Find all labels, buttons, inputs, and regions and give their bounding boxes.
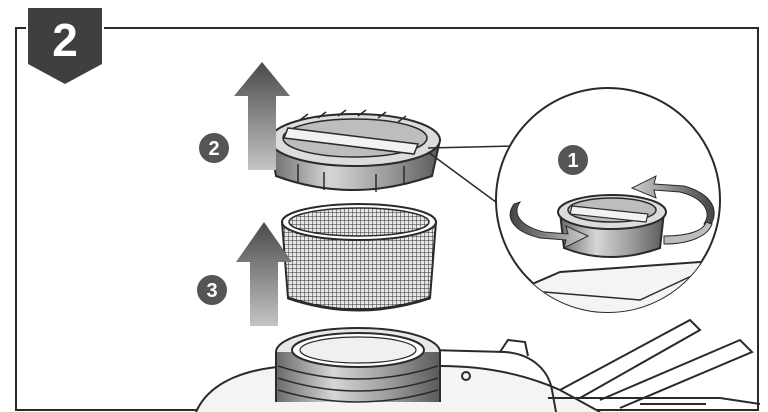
threaded-neck <box>275 327 441 403</box>
rotate-arrow-front <box>509 201 590 249</box>
lift-arrow-lid <box>234 62 290 170</box>
callout-1-label: 1 <box>567 150 578 172</box>
callout-2-label: 2 <box>208 138 219 160</box>
step-number: 2 <box>52 14 78 66</box>
callout-3-label: 3 <box>206 280 217 302</box>
filter-lid <box>268 109 442 192</box>
callout-3: 3 <box>195 273 229 307</box>
callout-2: 2 <box>197 131 231 165</box>
rotate-arrow-back-tail <box>663 221 713 245</box>
mesh-filter <box>280 203 438 312</box>
step-badge: 2 <box>28 8 102 84</box>
rotate-arrow-back <box>630 175 715 227</box>
callout-1: 1 <box>556 143 590 177</box>
zoom-detail <box>495 87 721 313</box>
lift-arrow-filter <box>236 222 292 326</box>
zoom-leader-lines <box>427 145 513 209</box>
